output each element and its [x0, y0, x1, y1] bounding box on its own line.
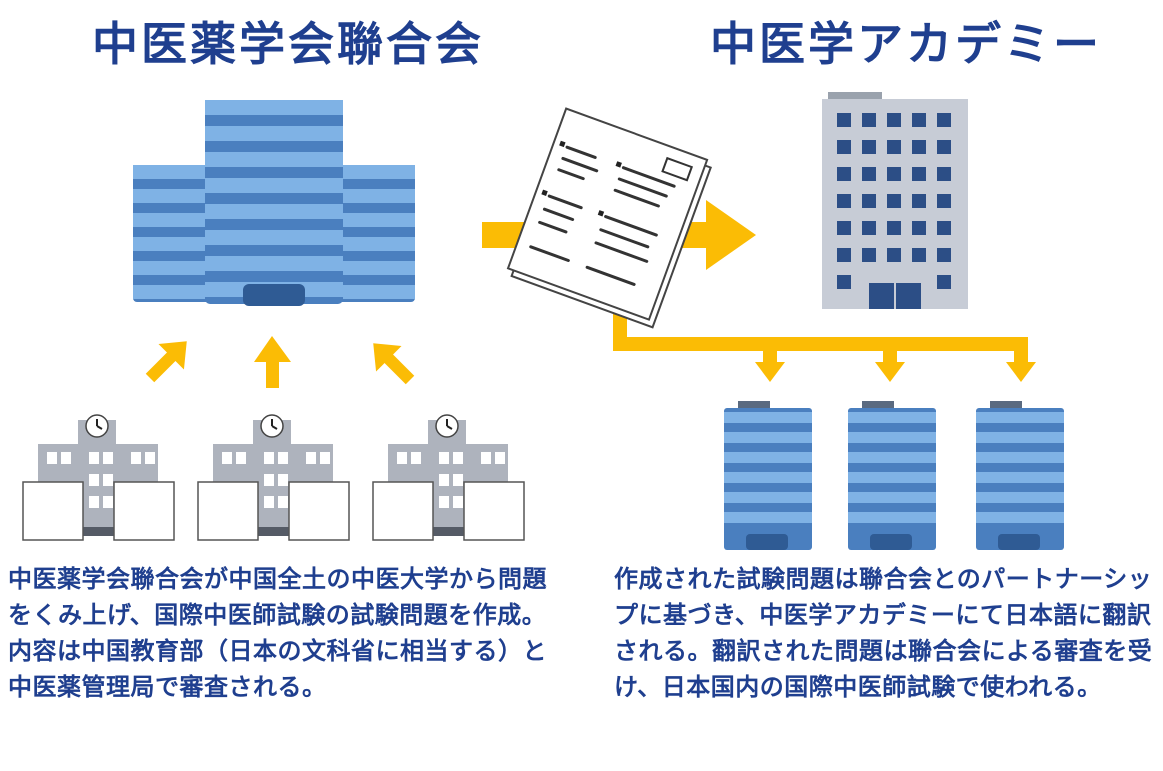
- federation-headquarters-icon: [133, 100, 415, 306]
- federation-title: 中医薬学会聯合会: [92, 17, 484, 71]
- university-school-icon: [22, 414, 175, 541]
- academy-title: 中医学アカデミー: [710, 17, 1102, 71]
- exam-document-icon: [506, 107, 712, 329]
- academy-office-building-icon: [822, 92, 968, 309]
- federation-description: 中医薬学会聯合会が中国全土の中医大学から問題をくみ上げ、国際中医師試験の試験問題…: [8, 565, 547, 701]
- flow-arrow-icon: [145, 336, 415, 388]
- japan-exam-venue-icon: [724, 401, 812, 550]
- academy-description: 作成された試験問題は聯合会とのパートナーシップに基づき、中医学アカデミーにて日本…: [614, 565, 1153, 701]
